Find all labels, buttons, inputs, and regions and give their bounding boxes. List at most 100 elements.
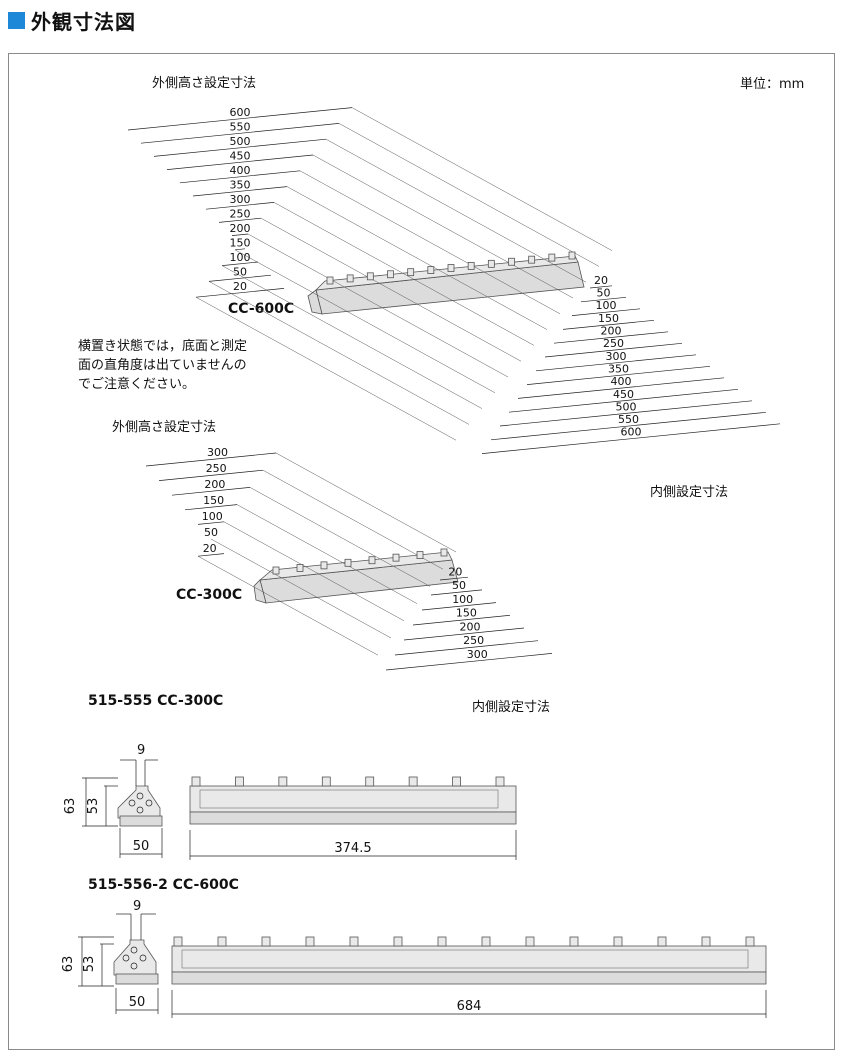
cc600-outer-value-label: 350 xyxy=(230,178,251,191)
cc600-inner-value-label: 200 xyxy=(601,325,622,338)
drawing2-peg xyxy=(525,936,535,947)
cc600-outer-dim-line xyxy=(192,186,288,197)
drawing1-peg xyxy=(235,776,244,787)
cc600-outer-value-label: 50 xyxy=(233,265,247,278)
cc300-isometric xyxy=(253,551,459,604)
drawing1-peg xyxy=(365,776,375,787)
cc300-outer-value-label: 250 xyxy=(206,462,227,475)
cc600-outer-extension-line xyxy=(299,170,561,315)
drawing2-peg xyxy=(657,936,667,947)
cc300-peg xyxy=(392,553,400,562)
cc600-peg xyxy=(346,274,354,283)
drawing1-end-profile xyxy=(117,785,161,819)
drawing1-dim-h2: 53 xyxy=(86,798,101,815)
drawing-frame xyxy=(8,53,835,1050)
cc300-inner-value-label: 200 xyxy=(460,620,481,633)
cc300-peg xyxy=(344,558,352,567)
drawing1-hole-icon xyxy=(136,792,144,800)
cc300-peg xyxy=(368,556,376,565)
drawing2-peg xyxy=(173,936,183,947)
cc600-outer-dim-line xyxy=(140,123,340,144)
cc600-outer-value-label: 300 xyxy=(230,193,251,206)
drawing1-peg xyxy=(408,776,418,787)
drawing2-peg xyxy=(305,936,315,947)
drawing1-end-base xyxy=(119,815,163,827)
cc600-outer-extension-line xyxy=(286,186,548,330)
cc300-outer-dim-line xyxy=(145,452,277,467)
cc300-outer-extension-line xyxy=(223,521,405,622)
cc600-inner-value-label: 500 xyxy=(616,400,637,413)
drawing2-peg xyxy=(349,936,359,947)
cc600-outer-extension-line xyxy=(221,265,483,409)
drawing2-peg xyxy=(613,936,623,947)
cc300-outer-value-label: 100 xyxy=(202,510,223,523)
cc300-inner-dim-line xyxy=(412,614,511,626)
cc600-inner-dim-line xyxy=(589,285,613,289)
cc600-peg xyxy=(568,251,576,260)
cc600-inner-dim-line xyxy=(544,342,683,358)
cc300-outer-extension-line xyxy=(275,452,457,553)
drawing1-peg xyxy=(495,776,505,787)
cc600-inner-dim-line xyxy=(490,411,767,441)
drawing2-side-view: 684 xyxy=(171,945,767,1018)
drawing2-peg xyxy=(217,936,227,947)
drawing2-hole-icon xyxy=(130,962,138,970)
cc300-outer-dim-line xyxy=(171,487,251,496)
cc600-outer-dim-line xyxy=(218,217,262,223)
cc300-peg xyxy=(296,564,304,572)
cc600-outer-title: 外側高さ設定寸法 xyxy=(152,75,256,91)
cc600-model-label: CC-600C xyxy=(228,301,294,317)
cc300-inner-value-label: 300 xyxy=(467,648,488,661)
cc600-peg xyxy=(407,268,415,277)
cc600-outer-extension-line xyxy=(338,123,600,267)
note-line-2: 面の直角度は出ていませんの xyxy=(78,357,247,373)
cc300-outer-extension-line xyxy=(249,487,431,587)
cc300-inner-dim-line xyxy=(439,576,469,581)
cc600-inner-value-label: 550 xyxy=(618,413,639,426)
drawing1-side-view: 374.5 xyxy=(189,785,517,860)
cc600-outer-value-label: 400 xyxy=(230,164,251,177)
drawing1-hole-icon xyxy=(136,806,144,814)
unit-label: 単位：mm xyxy=(740,76,804,92)
cc600-inner-dim-line xyxy=(553,331,669,344)
cc600-outer-dim-line xyxy=(208,274,272,282)
cc600-outer-value-label: 100 xyxy=(230,251,251,264)
cc600-inner-dim-line xyxy=(517,377,725,399)
drawing2-side-body xyxy=(171,945,767,973)
drawing2-dim-top: 9 xyxy=(133,899,141,914)
cc300-inner-dim-line xyxy=(385,653,553,671)
drawing1-peg xyxy=(278,776,288,787)
cc600-inner-value-label: 50 xyxy=(597,287,611,300)
drawing1-title: 515-555 CC-300C xyxy=(88,693,223,709)
drawing2-dim-length: 684 xyxy=(457,999,482,1014)
cc600-outer-value-label: 450 xyxy=(230,149,251,162)
drawing2-end-profile xyxy=(113,939,157,976)
cc600-outer-value-label: 20 xyxy=(233,280,247,293)
cc300-outer-extension-line xyxy=(236,504,418,604)
cc600-peg xyxy=(447,264,455,272)
cc600-outer-dim-line xyxy=(195,288,285,298)
drawing1-peg xyxy=(452,776,461,787)
heading-square-icon xyxy=(8,11,25,29)
cc600-inner-value-label: 150 xyxy=(598,312,619,325)
cc600-peg xyxy=(528,255,536,264)
drawing2-peg xyxy=(437,936,447,947)
cc600-outer-extension-line xyxy=(260,217,522,362)
cc600-outer-dim-line xyxy=(221,261,259,266)
cc600-outer-extension-line xyxy=(234,249,496,394)
drawing2-dim-h1: 63 xyxy=(61,956,76,973)
drawing2-peg xyxy=(393,936,403,947)
cc600-inner-dim-line xyxy=(499,400,753,427)
cc300-peg xyxy=(440,548,448,557)
drawing2-peg xyxy=(701,936,711,947)
cc300-outer-dim-line xyxy=(158,469,264,481)
cc300-inner-dim-line xyxy=(394,640,539,656)
drawing1-peg xyxy=(321,776,331,787)
cc300-inner-value-label: 250 xyxy=(463,634,484,647)
drawing2-peg xyxy=(569,936,579,947)
drawing2-end-base xyxy=(115,973,159,985)
cc300-inner-value-label: 150 xyxy=(456,607,477,620)
cc600-isometric xyxy=(307,255,585,315)
cc600-inner-dim-line xyxy=(535,354,697,372)
drawing1-hole-icon xyxy=(128,799,136,807)
